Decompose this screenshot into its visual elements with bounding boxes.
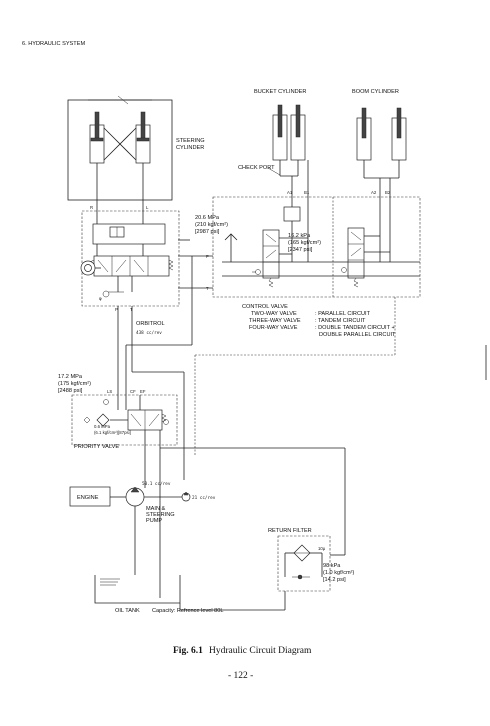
orbitrol-port-l: L: [146, 205, 149, 210]
port-relief-kgf: (165 kgf/cm²): [288, 240, 321, 246]
priority-port-ef: EF: [140, 389, 146, 394]
bucket-cylinder-group: BUCKET CYLINDER: [254, 89, 309, 195]
steering-cylinder-label-2: CYLINDER: [176, 145, 204, 151]
orbitrol-label: ORBITROL: [136, 321, 165, 327]
return-filter-boundary: [277, 535, 331, 592]
filter-bypass-psi: [14.2 psi]: [323, 577, 346, 583]
four-way-valve: FOUR-WAY VALVE: [249, 325, 298, 331]
two-way-circuit: : PARALLEL CIRCUIT: [315, 311, 371, 317]
priority-small-kgf: (6.1 kgf/cm²)[87psi]: [94, 430, 131, 435]
port-b1: B1: [304, 190, 310, 195]
port-b2: B2: [385, 190, 391, 195]
orbitrol-port-r: R: [90, 205, 93, 210]
priority-relief-kgf: (175 kgf/cm²): [58, 381, 91, 387]
boom-spool: [347, 227, 365, 279]
figure-title: Hydraulic Circuit Diagram: [209, 646, 312, 656]
two-way-valve: TWO-WAY VALVE: [251, 311, 297, 317]
check-port-label: CHECK PORT: [238, 165, 275, 171]
orbitrol-port-t: T: [130, 307, 133, 312]
oil-tank-group: [94, 575, 285, 611]
priority-relief-pressure: 17.2 MPa: [58, 374, 83, 380]
control-valve-description: CONTROL VALVE TWO-WAY VALVE : PARALLEL C…: [242, 304, 396, 338]
return-filter-label: RETURN FILTER: [268, 528, 312, 534]
control-valve-port-t: T: [206, 286, 209, 291]
engine-label: ENGINE: [77, 495, 99, 501]
return-filter-group: [277, 535, 331, 610]
pump-label-3: PUMP: [146, 518, 162, 524]
oil-tank-label: OIL TANK: [115, 608, 140, 614]
svg-text:φ: φ: [99, 297, 102, 302]
four-way-circuit-2: DOUBLE PARALLEL CIRCUIT: [319, 332, 396, 338]
port-relief-psi: [2347 psi]: [288, 247, 313, 253]
figure-number: Fig. 6.1: [173, 646, 203, 656]
main-relief-pressure: 20.6 MPa: [195, 215, 220, 221]
steering-cylinder-frame: [67, 99, 173, 201]
bucket-check-valve: [283, 206, 301, 222]
control-valve-boundary: [212, 196, 421, 298]
control-valve-label: CONTROL VALVE: [242, 304, 288, 310]
control-valve-group: [212, 195, 421, 298]
priority-valve-group: [71, 390, 178, 480]
boom-cylinder-label: BOOM CYLINDER: [352, 89, 399, 95]
filter-rating: 10μ: [318, 546, 326, 551]
boom-cylinder-group: BOOM CYLINDER: [352, 89, 407, 195]
page-number: - 122 -: [228, 671, 253, 681]
steering-cylinder-label-1: STEERING: [176, 138, 205, 144]
steering-cylinder-group: STEERING CYLINDER: [67, 95, 205, 201]
control-valve-port-p: P: [206, 254, 209, 259]
main-relief-psi: [2987 psi]: [195, 229, 220, 235]
main-relief-kgf: (210 kgf/cm²): [195, 222, 228, 228]
priority-relief-icon: [96, 413, 110, 427]
pump-group: [69, 480, 191, 575]
three-way-circuit: : TANDEM CIRCUIT: [315, 318, 366, 324]
pump-label-1: MAIN &: [146, 506, 166, 512]
orbitrol-spool: [93, 255, 170, 277]
main-pump-displacement: 50.1 cc/rev: [142, 481, 171, 487]
priority-valve-boundary: [71, 394, 178, 446]
four-way-circuit-1: : DOUBLE TANDEM CIRCUIT +: [315, 325, 395, 331]
priority-port-cf: CF: [130, 389, 136, 394]
orbitrol-boundary: [81, 210, 180, 307]
bucket-cylinder-label: BUCKET CYLINDER: [254, 89, 306, 95]
priority-valve-label: PRIORITY VALVE: [74, 444, 119, 450]
priority-relief-psi: [2488 psi]: [58, 388, 83, 394]
port-a2: A2: [371, 190, 377, 195]
priority-small-pressure: 0.6 MPa: [94, 424, 111, 429]
section-header: 6. HYDRAULIC SYSTEM: [22, 41, 85, 47]
engine-box: [69, 486, 111, 507]
oil-tank-capacity: Capacity: Refrence level 80L: [152, 608, 224, 614]
oil-tank-icon: [94, 575, 181, 604]
orbitrol-displacement: 438 cc/rev: [136, 330, 162, 336]
three-way-valve: THREE-WAY VALVE: [249, 318, 301, 324]
port-relief-pressure: 16.2 kPa: [288, 233, 311, 239]
port-a1: A1: [287, 190, 293, 195]
orbitrol-port-p: P: [115, 307, 118, 312]
filter-bypass-kgf: (1.0 kgf/cm²): [323, 570, 355, 576]
filter-bypass-pressure: 98 kPa: [323, 563, 341, 569]
orbitrol-group: φ: [80, 210, 180, 307]
aux-pump-displacement: 21 cc/rev: [192, 495, 216, 501]
priority-port-ls: LS: [107, 389, 112, 394]
